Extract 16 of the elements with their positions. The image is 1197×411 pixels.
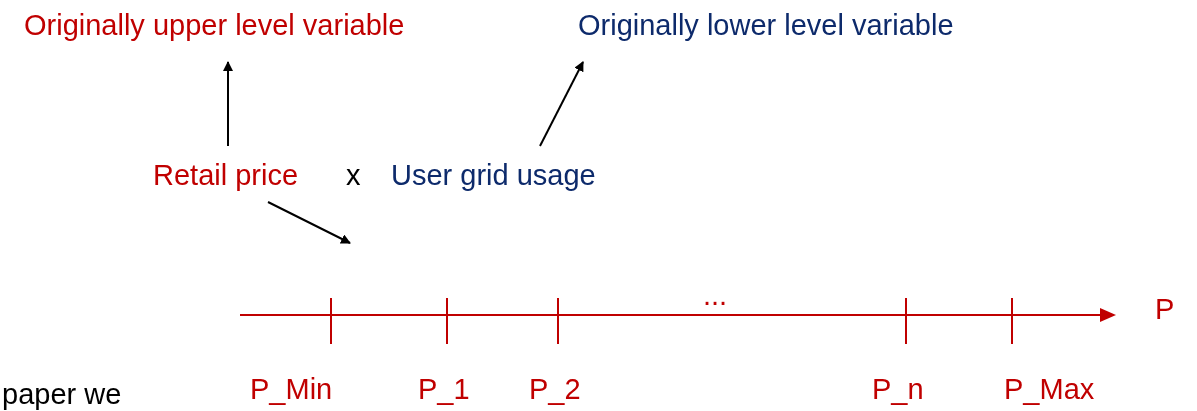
tick-label: P_2 <box>529 372 581 406</box>
tick-label: P_Max <box>1004 372 1095 406</box>
tick-label: P_1 <box>418 372 470 406</box>
variable-label: User grid usage <box>391 158 596 192</box>
variable-label: Originally upper level variable <box>24 8 405 42</box>
arrow <box>267 201 351 244</box>
axis-label: P <box>1155 292 1175 326</box>
multiplication-sign: x <box>346 158 361 192</box>
arrow <box>223 61 233 147</box>
variable-label: Originally lower level variable <box>578 8 954 42</box>
body-text: paper we <box>2 377 122 411</box>
arrow <box>539 61 584 147</box>
tick-label: P_Min <box>250 372 333 406</box>
variable-label: Retail price <box>153 158 299 192</box>
ellipsis: ... <box>703 278 728 312</box>
tick-label: P_n <box>872 372 924 406</box>
